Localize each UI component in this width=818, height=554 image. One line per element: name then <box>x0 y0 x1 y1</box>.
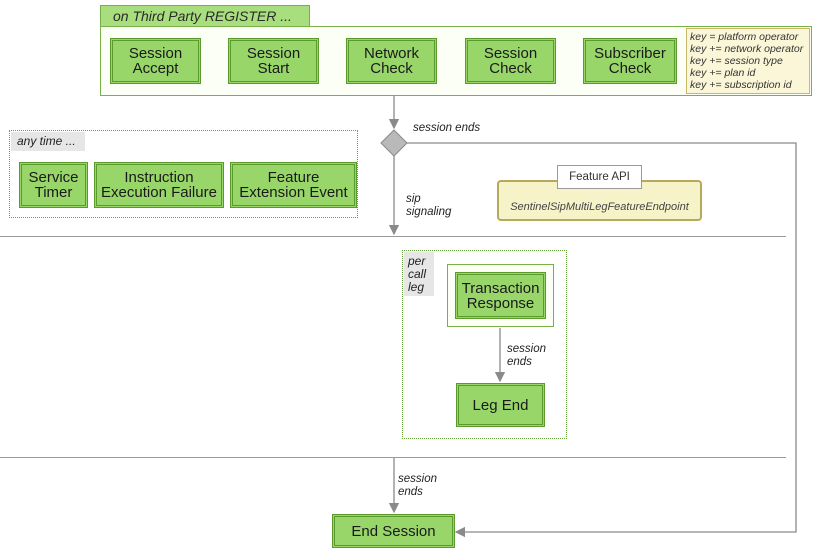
feature-api-title: Feature API <box>557 165 642 189</box>
step-subscriber-check-label: Subscriber Check <box>594 45 666 77</box>
step-network-check-label: Network Check <box>363 45 419 77</box>
step-network-check: Network Check <box>346 38 437 84</box>
key-item: key = platform operator <box>690 31 799 43</box>
step-session-accept: Session Accept <box>110 38 201 84</box>
feature-api-title-label: Feature API <box>569 171 630 183</box>
box-feature-extension-event: Feature Extension Event <box>230 162 357 208</box>
box-leg-end-label: Leg End <box>472 396 529 414</box>
box-end-session-label: End Session <box>351 522 436 540</box>
box-transaction-response-label: Transaction Response <box>461 279 540 312</box>
any-time-tag: any time ... <box>11 132 85 151</box>
step-session-check-label: Session Check <box>483 45 538 77</box>
box-instruction-execution-failure-label: Instruction Execution Failure <box>101 169 217 201</box>
step-session-start: Session Start <box>228 38 319 84</box>
register-banner: on Third Party REGISTER ... <box>100 5 310 27</box>
leg-session-ends-label: session ends <box>507 343 546 368</box>
key-item: key += subscription id <box>690 79 792 91</box>
key-list: key = platform operator key += network o… <box>686 28 810 94</box>
box-transaction-response: Transaction Response <box>455 272 546 319</box>
key-item: key += session type <box>690 55 783 67</box>
box-end-session: End Session <box>332 514 455 548</box>
step-session-check: Session Check <box>465 38 556 84</box>
box-leg-end: Leg End <box>456 383 545 427</box>
feature-api-endpoint-label: SentinelSipMultiLegFeatureEndpoint <box>510 201 689 213</box>
box-feature-extension-event-label: Feature Extension Event <box>239 169 348 201</box>
box-service-timer-label: Service Timer <box>28 169 79 201</box>
box-instruction-execution-failure: Instruction Execution Failure <box>94 162 224 208</box>
box-service-timer: Service Timer <box>19 162 88 208</box>
key-item: key += network operator <box>690 43 804 55</box>
step-session-start-label: Session Start <box>246 45 301 77</box>
sip-signaling-label: sip signaling <box>406 193 452 218</box>
per-call-leg-tag: per call leg <box>404 252 434 296</box>
divider-top <box>0 236 786 237</box>
step-subscriber-check: Subscriber Check <box>583 38 677 84</box>
per-call-leg-frame <box>402 250 567 439</box>
decision-diamond <box>380 129 408 157</box>
any-time-frame <box>9 130 358 218</box>
decision-label: session ends <box>413 122 481 134</box>
key-item: key += plan id <box>690 67 756 79</box>
divider-bottom <box>0 457 786 458</box>
step-session-accept-label: Session Accept <box>128 45 183 77</box>
end-session-ends-label: session ends <box>398 473 437 498</box>
